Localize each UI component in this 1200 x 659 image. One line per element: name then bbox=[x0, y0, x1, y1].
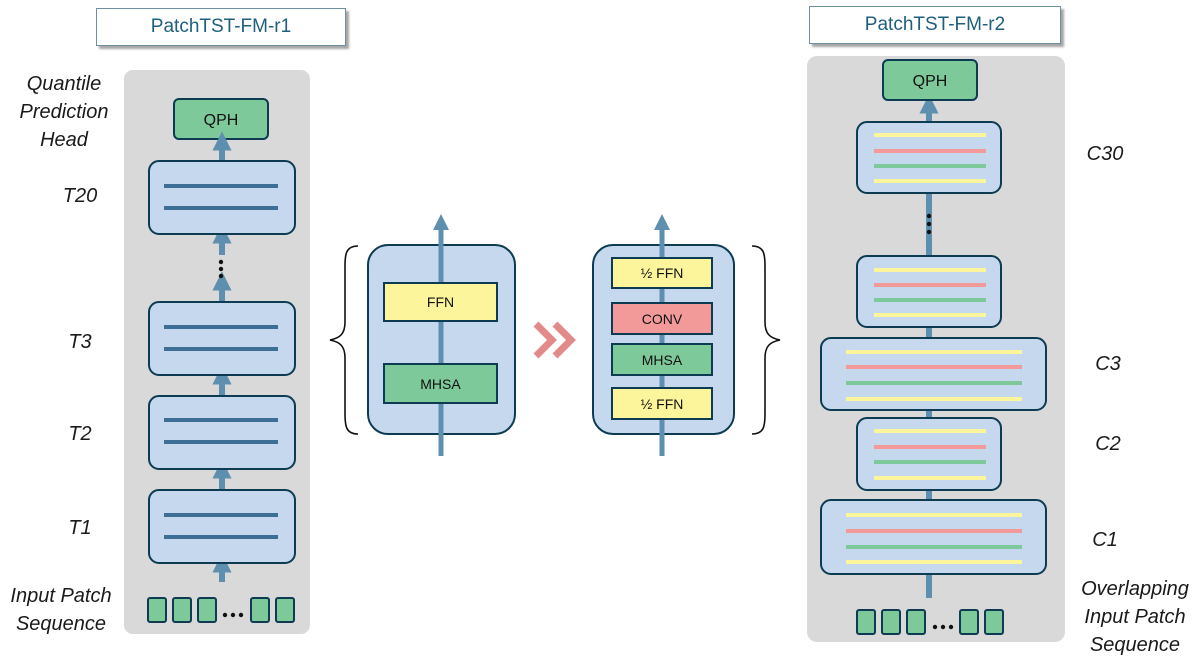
input-patch-sequence-label: Input Patch Sequence bbox=[10, 585, 112, 635]
conformer-half-ffn-bottom-label: ½ FFN bbox=[641, 396, 684, 412]
right-layer-c3 bbox=[820, 337, 1047, 411]
right-input-patches bbox=[856, 609, 1004, 635]
left-model-title: PatchTST-FM-r1 bbox=[96, 8, 346, 46]
left-layer-t3 bbox=[148, 301, 296, 376]
right-vertical-ellipsis bbox=[926, 213, 932, 235]
right-input-ellipsis bbox=[932, 624, 954, 630]
left-curly-brace bbox=[329, 245, 359, 435]
transformer-mhsa-box bbox=[383, 363, 498, 404]
right-layer-c2 bbox=[856, 417, 1002, 491]
conformer-conv-box bbox=[611, 302, 713, 335]
conformer-half-ffn-top-box bbox=[611, 257, 713, 289]
quantile-prediction-head-label: Quantile Prediction Head bbox=[19, 73, 109, 151]
layer-label-c30: C30 bbox=[1086, 143, 1124, 165]
left-layer-t20 bbox=[148, 160, 296, 235]
right-layer-c30 bbox=[856, 121, 1002, 194]
left-input-patches bbox=[147, 597, 295, 623]
conformer-conv-label: CONV bbox=[642, 311, 683, 327]
layer-label-c2: C2 bbox=[1095, 433, 1121, 455]
transformer-mhsa-label: MHSA bbox=[420, 376, 461, 392]
right-qph-box bbox=[882, 59, 978, 101]
right-layer-c1 bbox=[820, 499, 1047, 575]
right-model-title: PatchTST-FM-r2 bbox=[809, 6, 1061, 44]
transformer-block bbox=[367, 213, 516, 456]
layer-label-t2: T2 bbox=[68, 423, 92, 445]
layer-label-c3: C3 bbox=[1095, 353, 1121, 375]
layer-label-c1: C1 bbox=[1092, 529, 1118, 551]
overlapping-input-patch-sequence-label: Overlapping Input Patch Sequence bbox=[1081, 578, 1189, 656]
transformer-ffn-box bbox=[383, 282, 498, 322]
transformer-ffn-label: FFN bbox=[427, 294, 454, 310]
layer-label-t3: T3 bbox=[68, 331, 92, 353]
conformer-mhsa-label: MHSA bbox=[642, 352, 683, 368]
conformer-half-ffn-bottom-box bbox=[611, 387, 713, 420]
left-layer-t2 bbox=[148, 395, 296, 470]
left-vertical-ellipsis bbox=[218, 259, 224, 279]
layer-label-t1: T1 bbox=[68, 517, 92, 539]
conformer-mhsa-box bbox=[611, 343, 713, 376]
right-qph-label: QPH bbox=[913, 73, 948, 90]
right-curly-brace bbox=[751, 245, 781, 435]
left-qph-label: QPH bbox=[204, 112, 239, 129]
layer-label-t20: T20 bbox=[62, 185, 98, 207]
left-layer-t1 bbox=[148, 489, 296, 564]
right-layer-intermediate bbox=[856, 255, 1002, 328]
left-input-ellipsis bbox=[222, 612, 244, 618]
conformer-half-ffn-top-label: ½ FFN bbox=[641, 265, 684, 281]
transition-chevron-icon bbox=[533, 321, 576, 359]
